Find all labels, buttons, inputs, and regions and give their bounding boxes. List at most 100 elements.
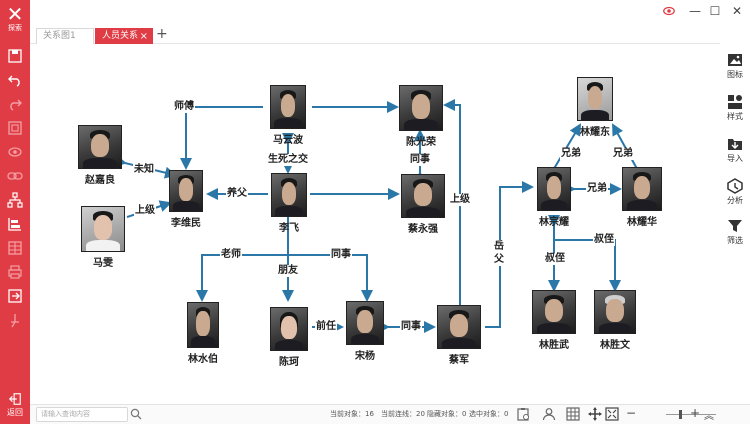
node-liweimin[interactable]: 李维民 (164, 170, 208, 229)
node-linshuibo[interactable]: 林水伯 (185, 302, 221, 365)
edge-label: 老师 (220, 249, 242, 261)
node-label: 林耀东 (580, 127, 610, 138)
redo-icon[interactable] (7, 96, 23, 112)
edge-label: 同事 (400, 321, 422, 333)
hierarchy-icon[interactable] (7, 192, 23, 208)
eye-status-icon[interactable] (660, 2, 678, 20)
avatar (401, 174, 445, 218)
node-zhaojialiang[interactable]: 赵嘉良 (77, 125, 123, 186)
grid-icon[interactable] (566, 407, 580, 421)
style-button[interactable]: 样式 (720, 94, 750, 122)
icon-settings-button[interactable]: 图标 (720, 52, 750, 80)
maximize-button[interactable]: ☐ (709, 4, 721, 18)
edge-colleague-2 (288, 254, 373, 302)
node-linshengwu[interactable]: 林胜武 (531, 290, 577, 351)
hidden-objects: 隐藏对象：0 (427, 410, 467, 418)
node-chenguangrong[interactable]: 陈光荣 (397, 85, 445, 148)
edge-label: 上级 (449, 194, 471, 206)
frame-icon[interactable] (7, 120, 23, 136)
analysis-icon (727, 178, 743, 194)
back-button[interactable]: 返回 (0, 392, 30, 418)
user-icon[interactable] (542, 407, 556, 421)
node-label: 马雯 (93, 258, 113, 269)
current-links: 当前连线：20 (381, 410, 425, 418)
filter-button[interactable]: 筛选 (720, 218, 750, 246)
export-icon[interactable] (7, 288, 23, 304)
node-label: 蔡军 (449, 355, 469, 366)
zoom-in-icon[interactable]: + (690, 406, 701, 420)
tab-label: 人员关系 (102, 31, 139, 41)
add-tab-button[interactable]: + (156, 26, 168, 42)
edge-label: 叔侄 (544, 253, 566, 265)
tab-close-icon[interactable]: × (139, 31, 148, 42)
edge-brother-2 (612, 123, 647, 179)
fit-screen-icon[interactable] (605, 407, 619, 421)
node-majun[interactable]: 马雯 (80, 206, 126, 269)
pin-icon[interactable] (7, 312, 23, 328)
minimize-button[interactable]: — (689, 4, 701, 18)
node-lifei[interactable]: 李飞 (268, 173, 310, 234)
tab-person-relations[interactable]: 人员关系 × (95, 28, 153, 44)
import-button[interactable]: 导入 (720, 136, 750, 164)
toolbar-label: 分析 (727, 196, 743, 205)
node-label: 蔡永强 (408, 224, 438, 235)
collapse-icon[interactable]: ︽ (704, 411, 714, 422)
avatar (169, 170, 203, 212)
zoom-slider-thumb[interactable] (678, 410, 682, 419)
selected-objects: 选中对象：0 (469, 410, 509, 418)
node-caijun[interactable]: 蔡军 (436, 305, 482, 366)
edge-label: 师傅 (173, 101, 195, 113)
tab-label: 关系图1 (43, 31, 76, 41)
table-icon[interactable] (7, 240, 23, 256)
search-icon[interactable] (130, 408, 142, 420)
eye-icon[interactable] (7, 144, 23, 160)
zoom-out-icon[interactable]: − (626, 406, 637, 420)
toolbar-label: 筛选 (727, 236, 743, 245)
node-linyaohua[interactable]: 林耀华 (620, 167, 664, 228)
style-icon (728, 95, 742, 109)
node-caiyongqiang[interactable]: 蔡永强 (399, 174, 447, 235)
edge-teacher (196, 217, 289, 302)
left-toolbar: ✕ 探索 返回 (0, 0, 30, 424)
tab-graph-1[interactable]: 关系图1 (36, 28, 94, 44)
edge-uncle-2 (554, 239, 621, 292)
avatar (271, 173, 307, 217)
avatar (594, 290, 636, 334)
avatar (270, 85, 306, 129)
node-chenke[interactable]: 陈珂 (268, 307, 310, 368)
edge-label: 兄弟 (560, 148, 582, 160)
node-label: 陈光荣 (406, 137, 436, 148)
node-label: 林胜文 (600, 340, 630, 351)
undo-icon[interactable] (7, 72, 23, 88)
edge-label: 兄弟 (612, 148, 634, 160)
layout-icon[interactable] (7, 216, 23, 232)
logo-x-icon: ✕ (6, 2, 24, 26)
avatar (187, 302, 219, 348)
node-songyang[interactable]: 宋杨 (344, 301, 386, 362)
print-icon[interactable] (7, 264, 23, 280)
link-icon[interactable] (7, 168, 23, 184)
search-input[interactable]: 请输入查询内容 (36, 407, 128, 422)
edge-label: 前任 (315, 321, 337, 333)
move-icon[interactable] (588, 407, 602, 421)
node-linzongyao[interactable]: 林宗耀 (533, 167, 575, 228)
edge-label: 生死之交 (267, 154, 309, 166)
save-icon[interactable] (7, 48, 23, 64)
avatar (532, 290, 576, 334)
avatar (270, 307, 308, 351)
logo-text: 探索 (8, 24, 22, 32)
node-label: 李飞 (279, 223, 299, 234)
toolbar-label: 样式 (727, 112, 743, 121)
close-button[interactable]: ✕ (731, 4, 743, 18)
analysis-button[interactable]: 分析 (720, 178, 750, 206)
node-linshengwen[interactable]: 林胜文 (593, 290, 637, 351)
zoom-slider[interactable] (666, 414, 716, 415)
node-mayunbo[interactable]: 马云波 (264, 85, 312, 146)
node-linyaodong[interactable]: 林耀东 (575, 77, 615, 138)
avatar (81, 206, 125, 252)
clipboard-icon[interactable] (516, 407, 530, 421)
edge-label: 养父 (226, 188, 248, 200)
graph-canvas[interactable]: 未知 上级 师傅 生死之交 养父 同事 上级 老师 同事 朋友 前任 同事 岳父… (30, 45, 720, 404)
filter-icon (728, 220, 742, 232)
status-bar: 请输入查询内容 当前对象：16 当前连线：20 隐藏对象：0 选中对象：0 − … (30, 404, 750, 424)
